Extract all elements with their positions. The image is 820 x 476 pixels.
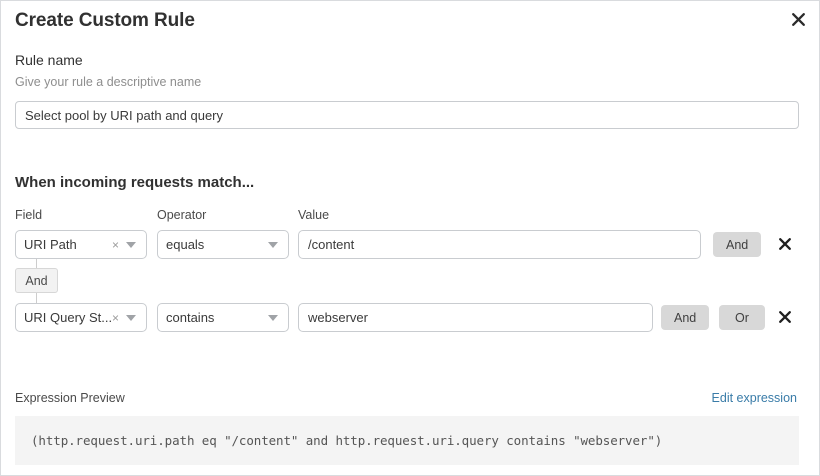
field-select-row-1[interactable]: URI Path × — [15, 230, 147, 259]
value-input-row-2[interactable] — [298, 303, 653, 332]
operator-select-row-1[interactable]: equals — [157, 230, 289, 259]
field-select-row-2-label: URI Query St... — [24, 310, 112, 325]
column-header-operator: Operator — [157, 208, 207, 222]
rule-name-help-text: Give your rule a descriptive name — [15, 75, 202, 89]
connector-line-bottom — [36, 293, 37, 303]
and-button-row-2[interactable]: And — [661, 305, 710, 330]
expression-preview-code: (http.request.uri.path eq "/content" and… — [31, 433, 663, 448]
chevron-down-icon — [126, 314, 136, 321]
or-button-row-2[interactable]: Or — [719, 305, 765, 330]
field-select-row-1-label: URI Path — [24, 237, 77, 252]
expression-preview-box: (http.request.uri.path eq "/content" and… — [15, 416, 799, 465]
and-button-row-1[interactable]: And — [713, 232, 762, 257]
expression-preview-label: Expression Preview — [15, 391, 125, 405]
close-icon[interactable] — [787, 8, 809, 30]
rule-name-input[interactable] — [15, 101, 799, 129]
connector-and-badge[interactable]: And — [15, 268, 58, 293]
match-section-title: When incoming requests match... — [15, 174, 255, 191]
rule-name-label: Rule name — [15, 52, 83, 68]
delete-row-1-button[interactable] — [776, 235, 794, 253]
chevron-down-icon — [268, 314, 278, 321]
operator-select-row-1-label: equals — [166, 237, 205, 252]
edit-expression-link[interactable]: Edit expression — [711, 391, 797, 405]
operator-select-row-2[interactable]: contains — [157, 303, 289, 332]
clear-icon[interactable]: × — [111, 310, 119, 325]
field-select-row-2[interactable]: URI Query St... × — [15, 303, 147, 332]
delete-row-2-button[interactable] — [776, 308, 794, 326]
clear-icon[interactable]: × — [111, 237, 119, 252]
dialog-title: Create Custom Rule — [15, 10, 195, 31]
close-icon-glyph — [791, 12, 805, 26]
close-icon — [779, 238, 791, 250]
close-icon — [779, 311, 791, 323]
connector-line-top — [36, 259, 37, 269]
chevron-down-icon — [268, 241, 278, 248]
column-header-field: Field — [15, 208, 43, 222]
operator-select-row-2-label: contains — [166, 310, 215, 325]
column-header-value: Value — [298, 208, 330, 222]
chevron-down-icon — [126, 241, 136, 248]
value-input-row-1[interactable] — [298, 230, 701, 259]
